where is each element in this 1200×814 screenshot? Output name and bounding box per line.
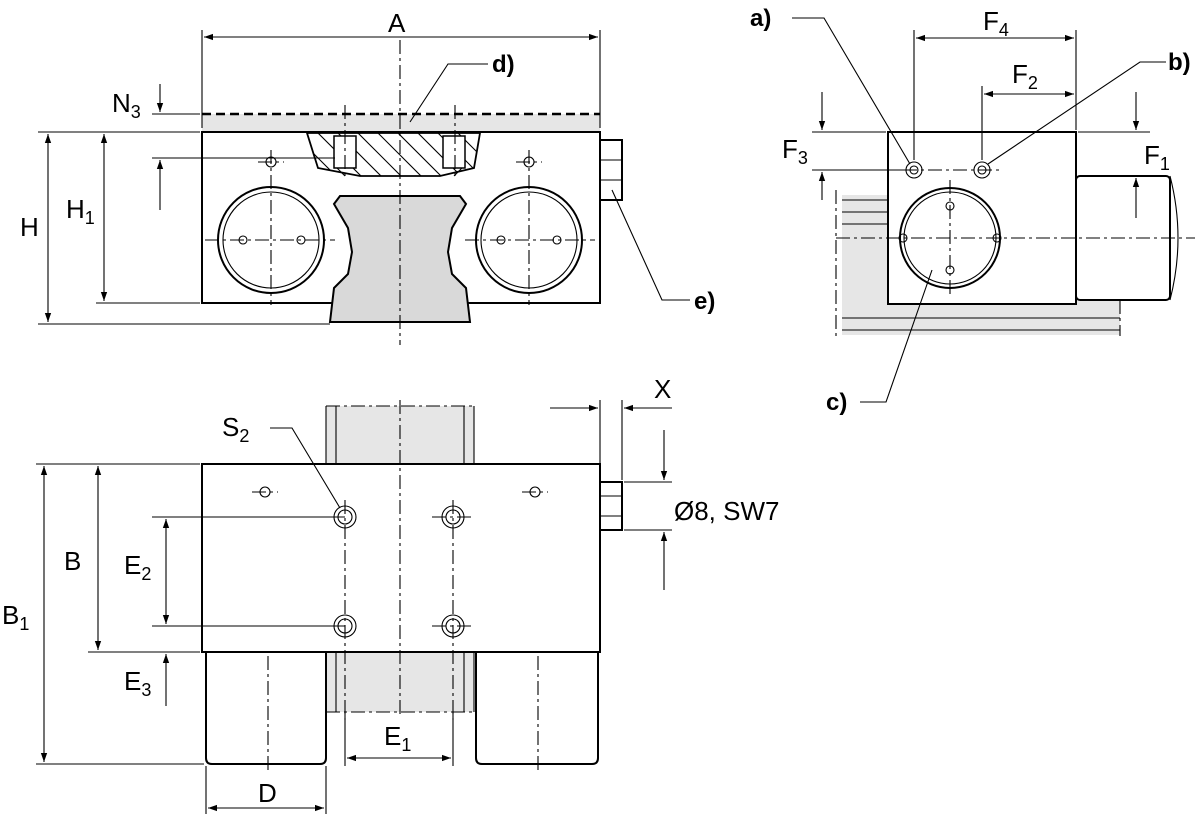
dim-label-n3: N3 [112, 88, 141, 122]
dim-label-a: A [388, 8, 406, 38]
foot-left [205, 652, 327, 765]
dim-label-lube-nipple: Ø8, SW7 [674, 496, 779, 526]
dim-label-b: B [64, 546, 81, 576]
dim-label-b1: B1 [2, 600, 29, 634]
front-view: A H H1 N3 d) e) [20, 8, 715, 345]
foot-right [475, 652, 599, 765]
lube-nipple-top [599, 481, 623, 531]
dim-label-x: X [654, 374, 671, 404]
dim-label-s2: S2 [222, 412, 249, 446]
dim-label-h: H [20, 212, 39, 242]
dim-label-e3: E3 [124, 666, 151, 700]
callout-b: b) [1168, 49, 1191, 76]
lube-nipple-front [599, 139, 623, 201]
dim-label-e2: E2 [124, 550, 151, 584]
top-view: B1 B E2 E3 E1 D S2 X Ø8 [2, 374, 779, 814]
dim-label-h1: H1 [66, 194, 95, 228]
side-view: F4 F2 F3 F1 a) b) c) [750, 5, 1195, 416]
callout-e: e) [694, 288, 715, 315]
dim-label-f1: F1 [1144, 140, 1170, 174]
dim-label-f4: F4 [983, 6, 1009, 40]
callout-a: a) [750, 5, 771, 32]
dim-label-d: D [258, 778, 277, 808]
hatched-section [305, 132, 482, 177]
dim-label-e1: E1 [384, 721, 411, 755]
callout-c: c) [826, 389, 847, 416]
dim-label-f2: F2 [1012, 59, 1038, 93]
dim-label-f3: F3 [782, 134, 808, 168]
callout-d: d) [492, 51, 515, 78]
